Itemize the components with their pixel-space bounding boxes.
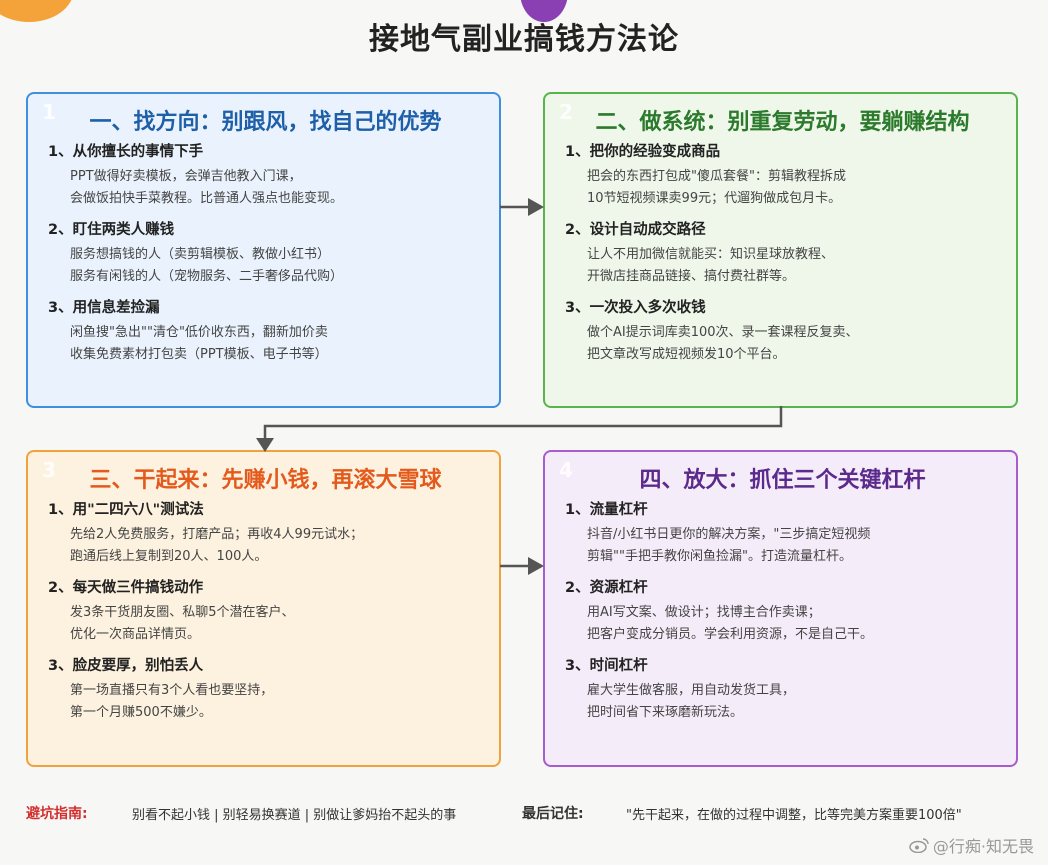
item-text: 让人不用加微信就能买：知识星球放教程、: [587, 247, 835, 262]
item-text: 跑通后线上复制到20人、100人。: [70, 549, 268, 564]
warning-label: 避坑指南:: [26, 806, 88, 822]
item-heading: 1、把你的经验变成商品: [565, 144, 721, 160]
card-number: 3: [42, 458, 56, 482]
list-item: 2、资源杠杆 用AI写文案、做设计；找博主合作卖课； 把客户变成分销员。学会利用…: [565, 576, 1000, 644]
item-heading: 1、用"二四六八"测试法: [48, 502, 204, 518]
card-number: 1: [42, 100, 56, 124]
item-heading: 3、一次投入多次收钱: [565, 300, 706, 316]
item-text: 闲鱼搜"急出""清仓"低价收东西，翻新加价卖: [70, 325, 328, 340]
list-item: 2、盯住两类人赚钱 服务想搞钱的人（卖剪辑模板、教做小红书） 服务有闲钱的人（宠…: [48, 218, 483, 286]
card-title: 四、放大：抓住三个关键杠杆: [639, 468, 926, 493]
item-text: 服务想搞钱的人（卖剪辑模板、教做小红书）: [70, 247, 331, 262]
page-title: 接地气副业搞钱方法论: [369, 22, 679, 57]
item-heading: 1、流量杠杆: [565, 502, 648, 518]
item-text: 剪辑""手把手教你闲鱼捡漏"。打造流量杠杆。: [587, 549, 852, 564]
item-text: 发3条干货朋友圈、私聊5个潜在客户、: [70, 605, 295, 620]
item-heading: 3、脸皮要厚，别怕丢人: [48, 658, 204, 674]
list-item: 3、脸皮要厚，别怕丢人 第一场直播只有3个人看也要坚持， 第一个月赚500不嫌少…: [48, 654, 483, 722]
warning-text: 别看不起小钱 | 别轻易换赛道 | 别做让爹妈抬不起头的事: [132, 808, 457, 823]
footer: 避坑指南: 别看不起小钱 | 别轻易换赛道 | 别做让爹妈抬不起头的事 最后记住…: [0, 803, 1048, 827]
item-text: 把文章改写成短视频发10个平台。: [587, 347, 786, 362]
list-item: 2、设计自动成交路径 让人不用加微信就能买：知识星球放教程、 开微店挂商品链接、…: [565, 218, 1000, 286]
item-heading: 2、设计自动成交路径: [565, 222, 706, 238]
card-title: 三、干起来：先赚小钱，再滚大雪球: [89, 468, 442, 493]
item-text: 先给2人免费服务，打磨产品；再收4人99元试水；: [70, 527, 364, 542]
item-text: PPT做得好卖模板，会弹吉他教入门课，: [70, 169, 302, 184]
list-item: 1、流量杠杆 抖音/小红书日更你的解决方案，"三步搞定短视频 剪辑""手把手教你…: [565, 498, 1000, 566]
list-item: 3、时间杠杆 雇大学生做客服，用自动发货工具， 把时间省下来琢磨新玩法。: [565, 654, 1000, 722]
item-text: 抖音/小红书日更你的解决方案，"三步搞定短视频: [587, 527, 871, 542]
item-text: 会做饭拍快手菜教程。比普通人强点也能变现。: [70, 191, 344, 206]
step-card-3: 3 三、干起来：先赚小钱，再滚大雪球 1、用"二四六八"测试法 先给2人免费服务…: [26, 450, 501, 767]
item-text: 优化一次商品详情页。: [70, 627, 201, 642]
weibo-icon: [909, 838, 929, 853]
item-text: 雇大学生做客服，用自动发货工具，: [587, 683, 796, 698]
card-title: 二、做系统：别重复劳动，要躺赚结构: [595, 110, 970, 135]
item-text: 把客户变成分销员。学会利用资源，不是自己干。: [587, 627, 874, 642]
watermark-text: @行痴·知无畏: [932, 837, 1034, 856]
item-text: 用AI写文案、做设计；找博主合作卖课；: [587, 605, 821, 620]
watermark: @行痴·知无畏: [909, 833, 1034, 857]
list-item: 3、一次投入多次收钱 做个AI提示词库卖100次、录一套课程反复卖、 把文章改写…: [565, 296, 1000, 364]
list-item: 3、用信息差捡漏 闲鱼搜"急出""清仓"低价收东西，翻新加价卖 收集免费素材打包…: [48, 296, 483, 364]
list-item: 2、每天做三件搞钱动作 发3条干货朋友圈、私聊5个潜在客户、 优化一次商品详情页…: [48, 576, 483, 644]
item-heading: 2、资源杠杆: [565, 580, 648, 596]
item-heading: 2、盯住两类人赚钱: [48, 222, 175, 238]
step-card-1: 1 一、找方向：别跟风，找自己的优势 1、从你擅长的事情下手 PPT做得好卖模板…: [26, 92, 501, 408]
arrow-card3-to-card4: [500, 557, 544, 575]
item-heading: 1、从你擅长的事情下手: [48, 144, 204, 160]
card-number: 2: [559, 100, 573, 124]
list-item: 1、把你的经验变成商品 把会的东西打包成"傻瓜套餐"：剪辑教程拆成 10节短视频…: [565, 140, 1000, 208]
item-text: 服务有闲钱的人（宠物服务、二手奢侈品代购）: [70, 269, 344, 284]
list-item: 1、用"二四六八"测试法 先给2人免费服务，打磨产品；再收4人99元试水； 跑通…: [48, 498, 483, 566]
item-text: 第一个月赚500不嫌少。: [70, 705, 212, 720]
item-text: 把会的东西打包成"傻瓜套餐"：剪辑教程拆成: [587, 169, 846, 184]
item-text: 收集免费素材打包卖（PPT模板、电子书等）: [70, 347, 328, 362]
remember-text: "先干起来，在做的过程中调整，比等完美方案重要100倍": [626, 808, 962, 823]
arrow-card2-to-card3: [256, 406, 783, 452]
item-text: 做个AI提示词库卖100次、录一套课程反复卖、: [587, 325, 859, 340]
item-heading: 2、每天做三件搞钱动作: [48, 580, 204, 596]
card-title: 一、找方向：别跟风，找自己的优势: [89, 110, 442, 135]
step-card-4: 4 四、放大：抓住三个关键杠杆 1、流量杠杆 抖音/小红书日更你的解决方案，"三…: [543, 450, 1018, 767]
remember-label: 最后记住:: [522, 806, 584, 822]
item-text: 10节短视频课卖99元；代遛狗做成包月卡。: [587, 191, 842, 206]
list-item: 1、从你擅长的事情下手 PPT做得好卖模板，会弹吉他教入门课， 会做饭拍快手菜教…: [48, 140, 483, 208]
item-text: 把时间省下来琢磨新玩法。: [587, 705, 744, 720]
item-text: 第一场直播只有3个人看也要坚持，: [70, 683, 274, 698]
item-text: 开微店挂商品链接、搞付费社群等。: [587, 269, 796, 284]
step-card-2: 2 二、做系统：别重复劳动，要躺赚结构 1、把你的经验变成商品 把会的东西打包成…: [543, 92, 1018, 408]
item-heading: 3、时间杠杆: [565, 658, 648, 674]
arrow-card1-to-card2: [500, 198, 544, 216]
decorative-circle-purple: [520, 0, 568, 22]
card-number: 4: [559, 458, 573, 482]
item-heading: 3、用信息差捡漏: [48, 300, 160, 316]
